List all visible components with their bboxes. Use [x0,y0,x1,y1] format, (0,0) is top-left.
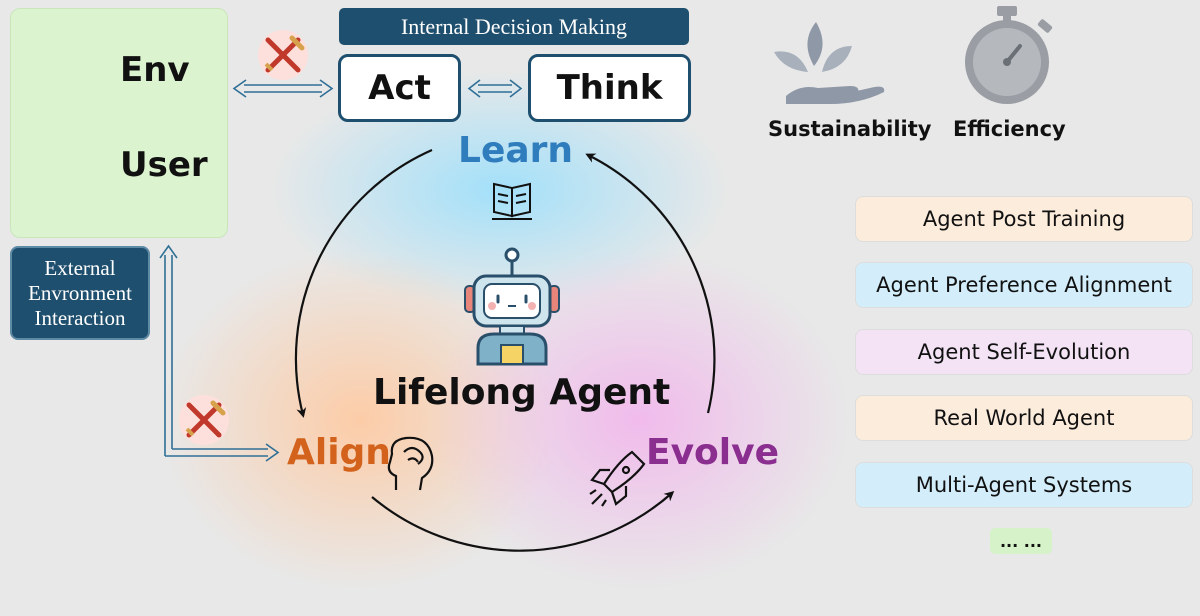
brain-head-icon [387,436,434,491]
think-box: Think [528,54,691,122]
act-box: Act [338,54,461,122]
learn-glow [270,70,730,310]
connector-act-think [467,79,523,98]
more-topics-ellipsis: ... ... [990,528,1052,554]
user-label: User [120,145,208,185]
tool-icon-top [258,30,308,80]
internal-decision-title: Internal Decision Making [339,8,689,45]
connector-env-act [232,79,334,98]
arrow-evolve-to-learn [585,153,716,414]
topic-agent-self-evolution: Agent Self-Evolution [855,329,1193,375]
topic-agent-preference-alignment: Agent Preference Alignment [855,262,1193,308]
topic-multi-agent-systems: Multi-Agent Systems [855,462,1193,508]
rocket-icon [589,450,646,507]
environment-panel [10,8,228,238]
connector-user-align [159,244,280,462]
env-label: Env [120,50,190,90]
topic-agent-post-training: Agent Post Training [855,196,1193,242]
align-label: Align [287,432,391,473]
stopwatch-icon [965,6,1053,104]
lifelong-agent-label: Lifelong Agent [373,372,671,413]
topic-real-world-agent: Real World Agent [855,395,1193,441]
external-interaction-box: External Envronment Interaction [10,246,150,340]
efficiency-label: Efficiency [953,117,1066,141]
book-icon [492,182,532,220]
arrow-learn-to-align [294,148,433,418]
arrow-align-to-evolve [371,491,675,552]
sustainability-label: Sustainability [768,117,932,141]
learn-label: Learn [458,130,574,171]
robot-icon [464,247,560,366]
evolve-label: Evolve [646,432,780,473]
sustainability-icon [774,22,885,104]
tool-icon-bottom [179,395,229,445]
